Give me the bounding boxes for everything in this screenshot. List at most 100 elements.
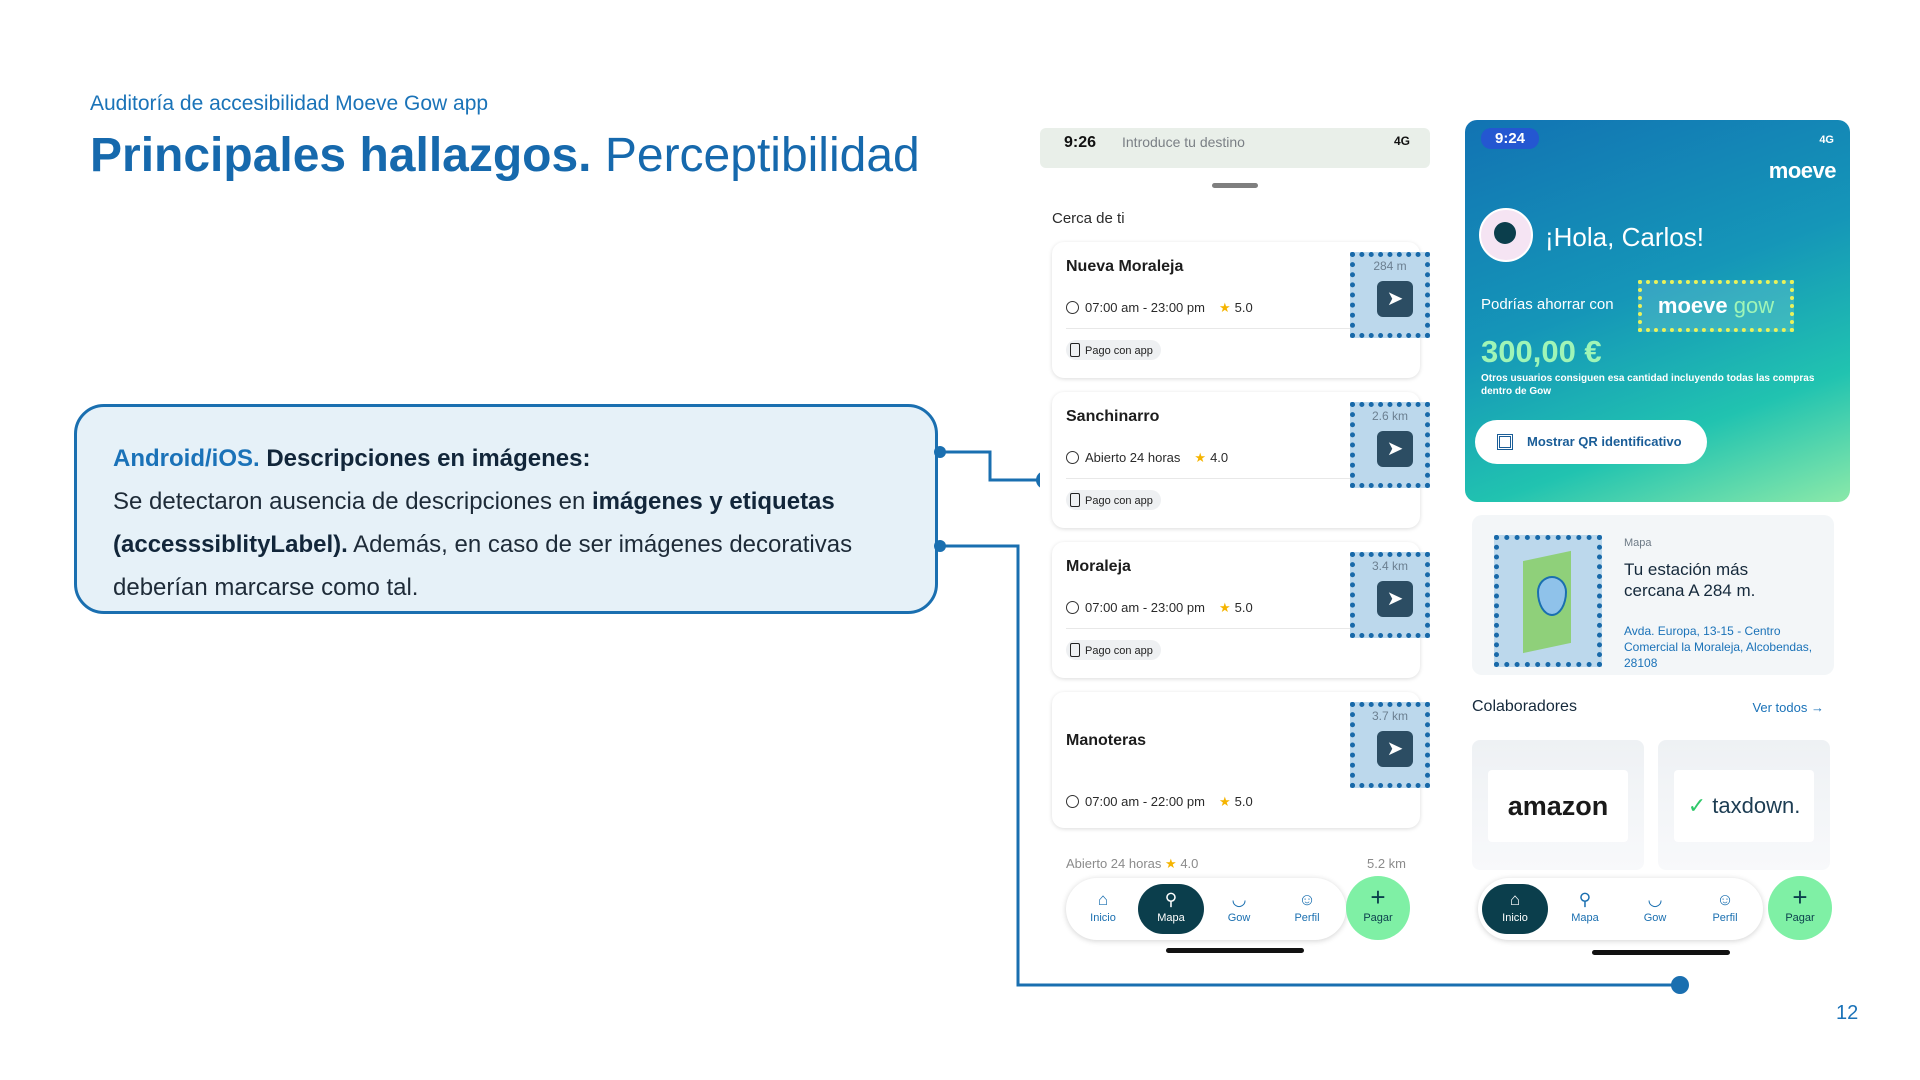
star-icon: ★ [1218, 600, 1231, 615]
clock-icon [1066, 795, 1079, 808]
distance-highlight: 3.7 km ➤ [1350, 702, 1430, 788]
sheet-handle[interactable] [1212, 183, 1258, 188]
amazon-logo: amazon [1488, 770, 1628, 842]
check-icon: ✓ [1687, 793, 1707, 818]
pago-badge: Pago con app [1066, 340, 1161, 360]
savings-note: Otros usuarios consiguen esa cantidad in… [1481, 373, 1815, 397]
bottom-tab-bar: ⌂Inicio ⚲Mapa ◡Gow ☺Perfil [1478, 878, 1763, 940]
qr-icon [1497, 434, 1513, 450]
map-pin-icon: ⚲ [1578, 890, 1592, 909]
clock-icon [1066, 451, 1079, 464]
station-hours: 07:00 am - 23:00 pm★5.0 [1066, 600, 1253, 616]
home-indicator [1166, 948, 1304, 953]
pagar-button[interactable]: +Pagar [1346, 876, 1410, 940]
station-address: Avda. Europa, 13-15 - Centro Comercial l… [1624, 624, 1813, 670]
tab-gow[interactable]: ◡Gow [1622, 884, 1688, 934]
divider [1066, 328, 1406, 329]
station-hours: Abierto 24 horas★4.0 [1066, 450, 1228, 466]
brand-card-amazon[interactable]: amazon [1472, 740, 1644, 870]
phone-icon [1070, 343, 1080, 357]
station-name: Nueva Moraleja [1066, 258, 1184, 275]
distance-highlight: 3.4 km ➤ [1350, 552, 1430, 638]
divider [1066, 478, 1406, 479]
map-pin-icon: ⚲ [1164, 890, 1178, 909]
gow-icon: ◡ [1647, 890, 1663, 909]
tab-mapa[interactable]: ⚲Mapa [1552, 884, 1618, 934]
clock-icon [1066, 301, 1079, 314]
map-thumbnail-highlight [1494, 535, 1602, 667]
callout-text-bold: imágenes y etiquetas (accesssiblityLabel… [113, 488, 835, 558]
pagar-button[interactable]: +Pagar [1768, 876, 1832, 940]
station-distance: 3.4 km [1371, 559, 1408, 573]
navigate-icon[interactable]: ➤ [1377, 431, 1413, 467]
see-all-link[interactable]: Ver todos → [1752, 700, 1824, 715]
station-card[interactable]: Sanchinarro Abierto 24 horas★4.0 Pago co… [1052, 392, 1430, 528]
station-card[interactable]: Moraleja 07:00 am - 23:00 pm★5.0 Pago co… [1052, 542, 1430, 678]
bottom-tab-bar: ⌂Inicio ⚲Mapa ◡Gow ☺Perfil [1066, 878, 1346, 940]
slide-subtitle: Auditoría de accesibilidad Moeve Gow app [90, 92, 489, 115]
home-icon: ⌂ [1097, 890, 1109, 909]
hero-card: 9:24 4G moeve ¡Hola, Carlos! Podrías aho… [1465, 120, 1850, 502]
pago-badge: Pago con app [1066, 640, 1161, 660]
navigate-icon[interactable]: ➤ [1377, 581, 1413, 617]
station-hours: 07:00 am - 22:00 pm★5.0 [1066, 794, 1253, 810]
clock-icon [1066, 601, 1079, 614]
brand-card-taxdown[interactable]: ✓ taxdown. [1658, 740, 1830, 870]
nearest-station-text: Tu estación más cercana A 284 m. [1624, 560, 1756, 600]
destination-search-input[interactable]: Introduce tu destino [1122, 134, 1245, 150]
taxdown-logo: ✓ taxdown. [1674, 770, 1814, 842]
phone-icon [1070, 643, 1080, 657]
tab-perfil[interactable]: ☺Perfil [1274, 884, 1340, 934]
callout-body: Se detectaron ausencia de descripciones … [113, 480, 899, 609]
station-distance: 5.2 km [1366, 856, 1406, 871]
finding-callout: Android/iOS. Descripciones en imágenes: … [74, 404, 938, 614]
navigate-icon[interactable]: ➤ [1377, 281, 1413, 317]
tab-inicio[interactable]: ⌂Inicio [1482, 884, 1548, 934]
user-icon: ☺ [1716, 890, 1734, 909]
status-network: 4G [1393, 134, 1410, 148]
distance-highlight: 284 m ➤ [1350, 252, 1430, 338]
station-distance: 2.6 km [1371, 409, 1408, 423]
distance-highlight: 2.6 km ➤ [1350, 402, 1430, 488]
phone-home-screen: 9:24 4G moeve ¡Hola, Carlos! Podrías aho… [1460, 120, 1850, 960]
home-indicator [1592, 950, 1730, 955]
save-text: Podrías ahorrar con [1481, 296, 1614, 313]
station-distance: 284 m [1373, 259, 1407, 273]
callout-text-2: Además, en caso de ser imágenes decorati… [113, 531, 853, 601]
show-qr-button[interactable]: Mostrar QR identificativo [1475, 420, 1707, 464]
station-card[interactable]: Nueva Moraleja 07:00 am - 23:00 pm★5.0 P… [1052, 242, 1430, 378]
callout-heading-line: Android/iOS. Descripciones en imágenes: [113, 437, 899, 480]
slide-title: Principales hallazgos. Perceptibilidad [90, 128, 920, 183]
tab-gow[interactable]: ◡Gow [1206, 884, 1272, 934]
moeve-logo: moeve [1768, 158, 1837, 183]
map-label: Mapa [1624, 537, 1652, 549]
phone-icon [1070, 493, 1080, 507]
tab-perfil[interactable]: ☺Perfil [1692, 884, 1758, 934]
station-name: Manoteras [1066, 732, 1147, 749]
station-name: Sanchinarro [1066, 408, 1160, 425]
avatar[interactable] [1479, 208, 1533, 262]
tab-mapa[interactable]: ⚲Mapa [1138, 884, 1204, 934]
title-light: Perceptibilidad [604, 129, 920, 182]
title-bold: Principales hallazgos. [90, 129, 592, 182]
navigate-icon[interactable]: ➤ [1377, 731, 1413, 767]
star-icon: ★ [1218, 794, 1231, 809]
greeting: ¡Hola, Carlos! [1545, 222, 1704, 252]
user-icon: ☺ [1298, 890, 1316, 909]
station-card-partial[interactable]: Abierto 24 horas ★ 4.0 5.2 km [1052, 848, 1420, 888]
callout-platform: Android/iOS. [113, 445, 260, 472]
station-hours: Abierto 24 horas ★ 4.0 [1066, 856, 1199, 871]
status-time: 9:26 [1064, 134, 1097, 151]
callout-text-1: Se detectaron ausencia de descripciones … [113, 488, 592, 515]
tab-inicio[interactable]: ⌂Inicio [1070, 884, 1136, 934]
nearest-station-card[interactable]: Mapa Tu estación más cercana A 284 m. Av… [1472, 515, 1834, 675]
plus-icon: + [1370, 882, 1386, 912]
home-icon: ⌂ [1509, 890, 1521, 909]
station-name: Moraleja [1066, 558, 1131, 575]
plus-icon: + [1792, 882, 1808, 912]
near-label: Cerca de ti [1052, 210, 1125, 227]
gow-icon: ◡ [1231, 890, 1247, 909]
station-card[interactable]: Manoteras 07:00 am - 22:00 pm★5.0 3.7 km… [1052, 692, 1430, 828]
phone-map-screen: 9:26 Introduce tu destino 4G Cerca de ti… [1040, 120, 1430, 960]
status-network: 4G [1819, 134, 1834, 146]
